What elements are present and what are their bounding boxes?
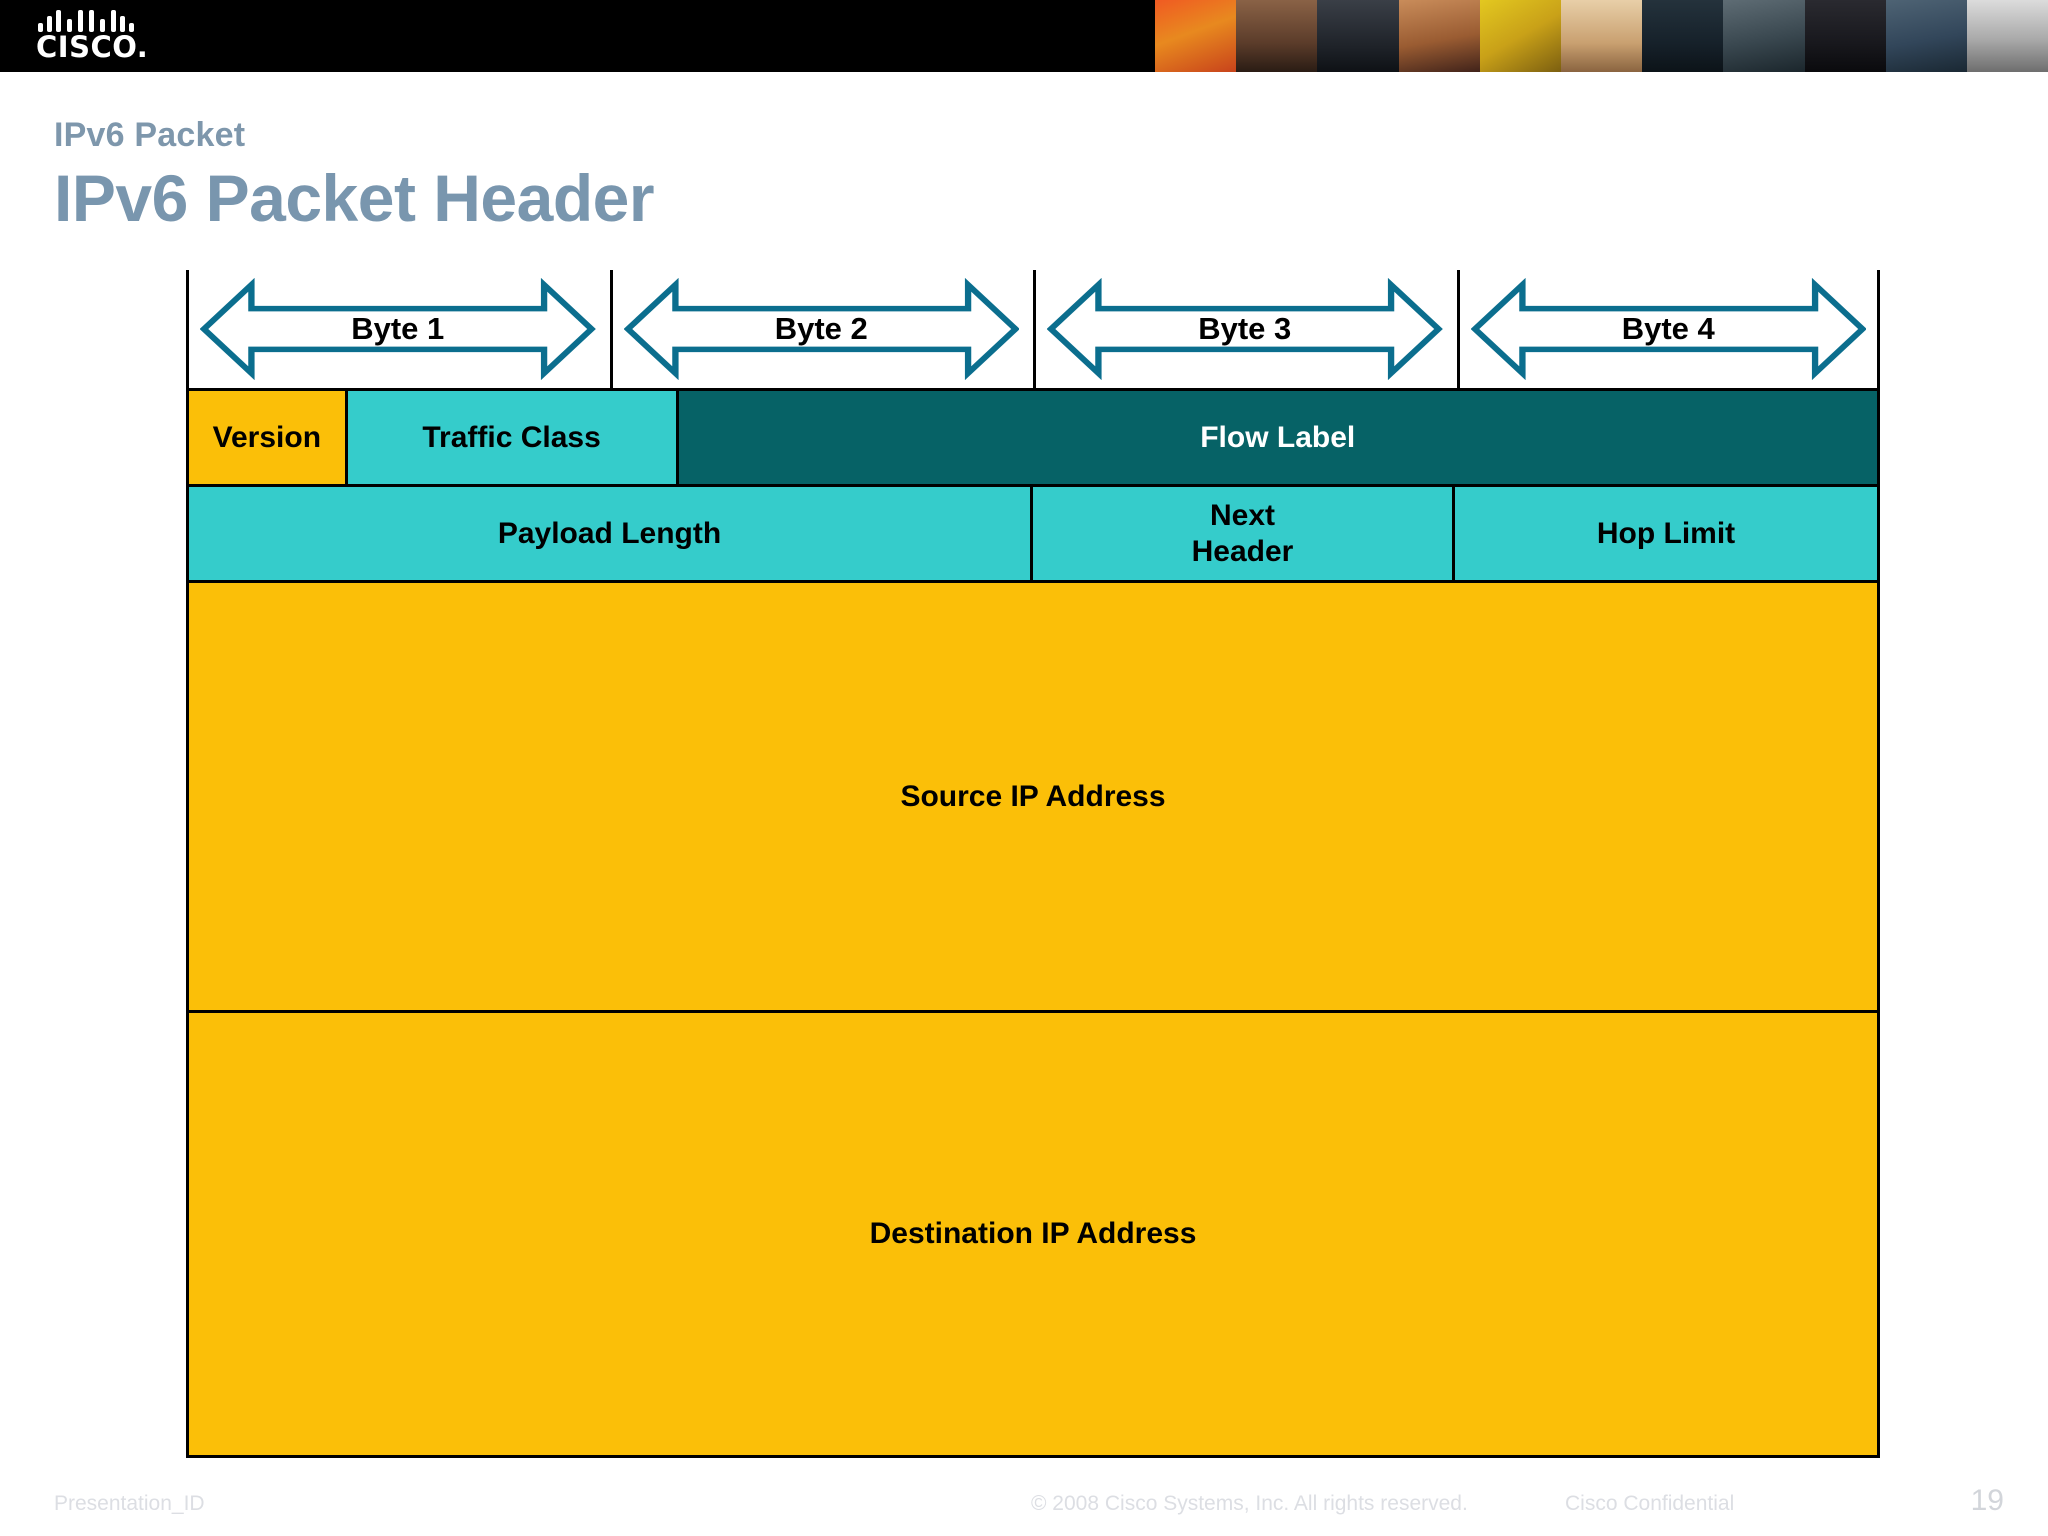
field-label: Flow Label <box>1200 420 1356 454</box>
byte-arrow-cell: Byte 2 <box>610 270 1034 388</box>
byte-label: Byte 2 <box>774 311 868 346</box>
photo-tile <box>1804 0 1886 72</box>
double-arrow-icon <box>1047 278 1443 380</box>
photo-tile <box>1560 0 1643 72</box>
byte-arrow-cell: Byte 4 <box>1457 270 1881 388</box>
photo-tile <box>1479 0 1561 72</box>
field-cell: Traffic Class <box>347 391 679 487</box>
header-photo-strip <box>1155 0 2048 72</box>
photo-tile <box>1642 0 1724 72</box>
photo-tile <box>1236 0 1318 72</box>
cisco-logo: CISCO. <box>36 8 149 66</box>
field-cell: Next Header <box>1033 487 1455 583</box>
field-cell: Destination IP Address <box>189 1013 1877 1455</box>
byte-boundary-tick <box>186 270 189 388</box>
photo-tile <box>1155 0 1237 72</box>
field-cell: Version <box>189 391 348 487</box>
byte-label: Byte 1 <box>351 311 445 346</box>
slide-eyebrow: IPv6 Packet <box>54 116 246 154</box>
footer-copyright: © 2008 Cisco Systems, Inc. All rights re… <box>1031 1492 1468 1515</box>
field-cell: Flow Label <box>678 391 1877 487</box>
double-arrow-icon <box>1470 278 1866 380</box>
field-label: Hop Limit <box>1596 516 1736 550</box>
double-arrow-icon <box>623 278 1019 380</box>
field-label: Next Header <box>1191 499 1294 568</box>
page-title: IPv6 Packet Header <box>54 161 655 235</box>
footer-confidential: Cisco Confidential <box>1565 1492 1735 1515</box>
field-label: Version <box>212 420 322 454</box>
field-label: Traffic Class <box>422 420 601 454</box>
byte-boundary-tick <box>1033 270 1036 388</box>
photo-tile <box>1317 0 1399 72</box>
footer-presentation-id: Presentation_ID <box>54 1492 205 1515</box>
field-cell: Source IP Address <box>189 583 1877 1013</box>
slide-footer: Presentation_ID © 2008 Cisco Systems, In… <box>0 1478 2048 1536</box>
byte-boundary-tick <box>1456 270 1460 388</box>
photo-tile <box>1966 0 2048 72</box>
byte-boundary-tick <box>609 270 613 388</box>
header-bar: CISCO. <box>0 0 2048 72</box>
footer-page-number: 19 <box>1970 1484 2004 1517</box>
cisco-wordmark: CISCO. <box>36 30 149 64</box>
byte-arrow-cell: Byte 1 <box>186 270 610 388</box>
byte-label: Byte 4 <box>1621 311 1715 346</box>
field-cell: Hop Limit <box>1455 487 1877 583</box>
byte-boundary-tick <box>1877 270 1880 388</box>
photo-tile <box>1885 0 1967 72</box>
cisco-logo-bars <box>36 8 146 32</box>
photo-tile <box>1723 0 1805 72</box>
field-label: Destination IP Address <box>869 1217 1197 1251</box>
field-label: Payload Length <box>497 516 722 550</box>
field-cell: Payload Length <box>189 487 1033 583</box>
field-label: Source IP Address <box>900 779 1166 813</box>
byte-ruler: Byte 1 Byte 2 Byte 3 Byte 4 <box>186 270 1880 388</box>
photo-tile <box>1398 0 1480 72</box>
ipv6-header-diagram: Byte 1 Byte 2 Byte 3 Byte 4 Version Traffic … <box>186 270 1880 1458</box>
byte-arrow-cell: Byte 3 <box>1033 270 1457 388</box>
byte-label: Byte 3 <box>1198 311 1292 346</box>
double-arrow-icon <box>200 278 596 380</box>
